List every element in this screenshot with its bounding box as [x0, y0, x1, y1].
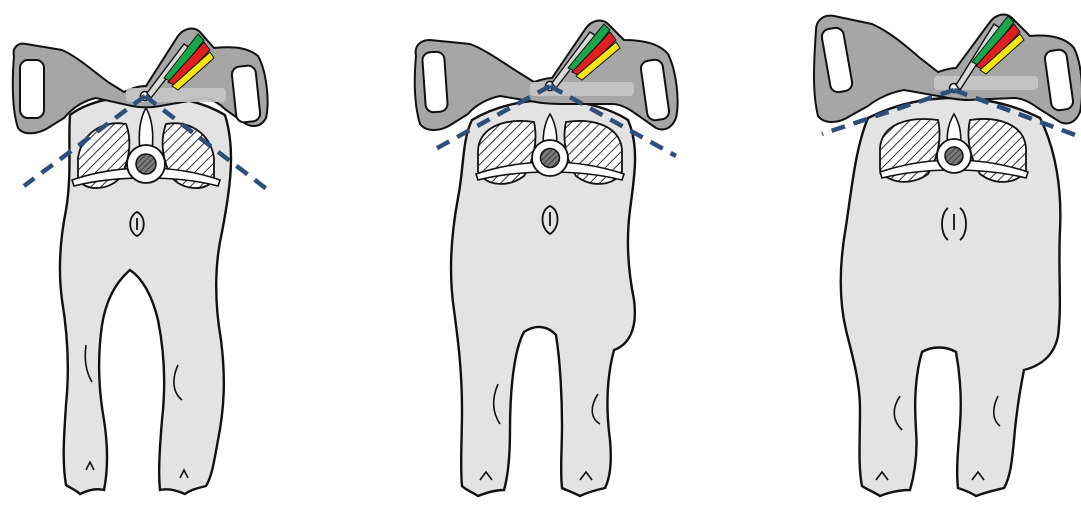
caliper-slot-left [422, 51, 448, 112]
panel-thin [13, 29, 268, 494]
panel-heavy [814, 15, 1081, 496]
caliper-slot-right [231, 65, 261, 123]
caliper-slot-left [20, 60, 44, 118]
vertebra-core-thin [136, 154, 156, 174]
panel-ideal [415, 21, 678, 496]
vertebra-core-ideal [541, 149, 560, 168]
vertebra-core-heavy [945, 147, 963, 165]
